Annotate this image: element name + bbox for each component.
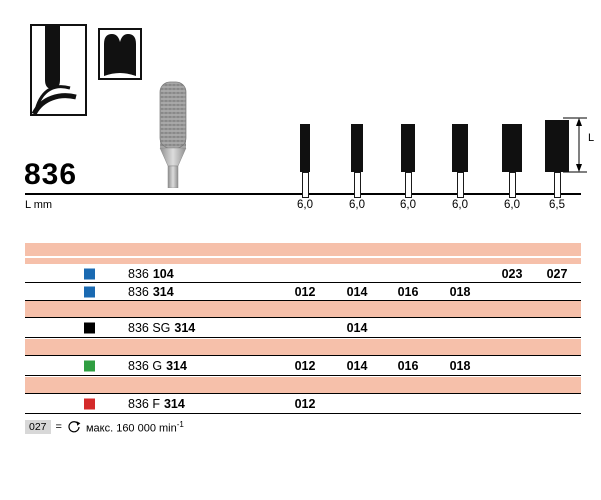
diamond-bur-image	[153, 80, 193, 189]
max-speed-sup: -1	[176, 420, 184, 429]
size-cell: 027	[546, 266, 568, 281]
separator-band	[25, 301, 581, 318]
article-prefix: 836 F	[128, 397, 160, 411]
length-value: 6,0	[504, 199, 520, 211]
bur-profile-side-icon	[30, 24, 87, 116]
color-code-square	[84, 286, 95, 297]
size-cell: 018	[449, 359, 471, 373]
equals-sign: =	[55, 421, 62, 434]
bur-silhouette	[545, 120, 569, 172]
bur-shank	[302, 172, 309, 198]
size-cell: 018	[449, 284, 471, 299]
bur-shank	[554, 172, 561, 198]
size-cell: 012	[294, 284, 316, 299]
size-cell: 016	[397, 284, 419, 299]
length-dimension-label: L	[588, 132, 595, 144]
bur-tip-shape-icon	[98, 28, 142, 80]
article-prefix: 836	[128, 266, 149, 281]
bur-silhouette	[452, 124, 468, 172]
length-value: 6,0	[297, 199, 313, 211]
size-cell: 023	[501, 266, 523, 281]
max-speed-text: макс. 160 000 min-1	[86, 420, 184, 435]
bur-shank	[509, 172, 516, 198]
color-code-square	[84, 360, 95, 372]
length-value: 6,5	[549, 199, 565, 211]
article-code: 104	[152, 266, 174, 281]
size-code-chip: 027	[25, 420, 51, 435]
article-code: 314	[163, 397, 185, 411]
length-value: 6,0	[400, 199, 416, 211]
separator-band	[25, 339, 581, 356]
length-value: 6,0	[452, 199, 468, 211]
rotation-speed-icon	[67, 420, 81, 434]
size-cell: 012	[294, 359, 316, 373]
size-cell: 012	[294, 397, 316, 411]
size-cell: 014	[346, 359, 368, 373]
bur-silhouette	[300, 124, 310, 172]
length-dimension-arrow	[563, 114, 599, 178]
figure-number: 836	[24, 158, 78, 191]
separator-band	[25, 243, 581, 256]
separator-band	[25, 258, 581, 264]
bur-shank	[457, 172, 464, 198]
article-code: 314	[166, 359, 187, 373]
color-code-square	[84, 322, 95, 334]
article-prefix: 836 G	[128, 359, 163, 373]
length-unit-label: L mm	[25, 199, 53, 211]
bur-shank	[354, 172, 361, 198]
separator-band	[25, 377, 581, 394]
size-cell: 014	[346, 321, 368, 335]
bur-shank	[405, 172, 412, 198]
size-cell: 014	[346, 284, 368, 299]
size-cell: 016	[397, 359, 419, 373]
article-code: 314	[174, 321, 196, 335]
color-code-square	[84, 398, 95, 410]
bur-silhouette	[351, 124, 363, 172]
article-code: 314	[152, 284, 174, 299]
max-speed-footnote: 027 = макс. 160 000 min-1	[25, 420, 184, 435]
article-prefix: 836	[128, 284, 149, 299]
color-code-square	[84, 268, 95, 279]
bur-silhouette	[502, 124, 522, 172]
max-speed-value: макс. 160 000 min	[85, 422, 177, 435]
bur-silhouette	[401, 124, 415, 172]
length-value: 6,0	[349, 199, 365, 211]
article-prefix: 836 SG	[128, 321, 171, 335]
